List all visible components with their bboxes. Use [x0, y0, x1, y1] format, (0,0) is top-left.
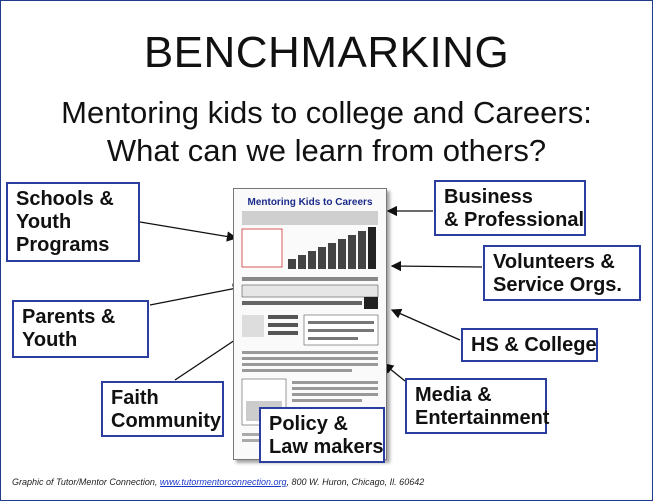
arrow-faith	[174, 333, 246, 381]
stakeholder-label: Schools &	[16, 188, 114, 210]
arrow-parents	[149, 283, 244, 306]
stakeholder-label: Volunteers &	[493, 251, 615, 273]
stakeholder-box-hs-college: HS & College	[461, 328, 598, 362]
stakeholder-label: Law makers	[269, 436, 384, 458]
stakeholder-label: Media &	[415, 384, 492, 406]
stakeholder-box-policy: Policy & Law makers	[259, 407, 385, 463]
stakeholder-label: Youth	[16, 211, 72, 233]
stakeholder-label: & Professional	[444, 209, 585, 231]
stakeholder-box-media: Media & Entertainment	[405, 378, 550, 434]
stakeholder-label: Parents &	[22, 306, 116, 328]
stakeholder-box-business: Business & Professional	[434, 180, 586, 236]
document-graphic	[241, 211, 379, 442]
stakeholder-label: Faith	[111, 387, 159, 409]
arrow-media	[382, 363, 406, 382]
stakeholder-label: Service Orgs.	[493, 274, 622, 296]
credit-link[interactable]: www.tutormentorconnection.org	[159, 477, 287, 487]
document-title: Mentoring Kids to Careers	[247, 197, 373, 208]
credit-prefix: Graphic of Tutor/Mentor Connection,	[12, 477, 160, 487]
stakeholder-box-volunteers: Volunteers & Service Orgs.	[483, 245, 641, 301]
stakeholder-label: HS & College	[471, 334, 597, 356]
arrow-schools	[139, 221, 238, 242]
stakeholder-label: Business	[444, 186, 533, 208]
stakeholder-box-parents: Parents & Youth	[12, 300, 149, 358]
slide-subtitle-line-1: Mentoring kids to college and Careers:	[61, 95, 592, 130]
stakeholder-box-faith: Faith Community	[101, 381, 224, 437]
stakeholder-box-schools: Schools & Youth Programs	[6, 182, 140, 262]
slide-subtitle-line-2: What can we learn from others?	[106, 133, 547, 168]
stakeholder-label: Youth	[22, 329, 78, 351]
stakeholder-label: Programs	[16, 234, 110, 256]
slide-title: BENCHMARKING	[143, 28, 510, 77]
stakeholder-label: Community	[111, 410, 221, 432]
arrow-volunteers	[390, 260, 483, 272]
stakeholder-label: Policy &	[269, 413, 348, 435]
credit-line: Graphic of Tutor/Mentor Connection, www.…	[12, 477, 424, 487]
stakeholder-label: Entertainment	[415, 407, 550, 429]
arrow-hs-college	[390, 308, 461, 341]
credit-suffix: , 800 W. Huron, Chicago, Il. 60642	[286, 477, 425, 487]
